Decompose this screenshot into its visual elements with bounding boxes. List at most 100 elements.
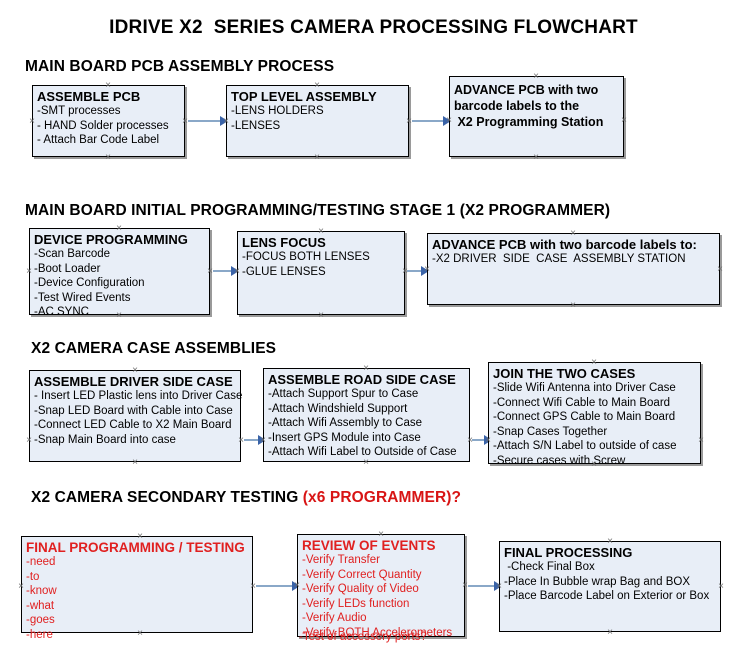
node-title: TOP LEVEL ASSEMBLY bbox=[231, 89, 377, 104]
node-line: - HAND Solder processes bbox=[37, 119, 169, 132]
node-title: JOIN THE TWO CASES bbox=[493, 366, 636, 381]
node-line: -here bbox=[26, 628, 53, 641]
section-heading-text: X2 CAMERA SECONDARY TESTING bbox=[31, 489, 303, 506]
node-body: FINAL PROCESSING -Check Final Box -Place… bbox=[504, 545, 718, 604]
node-title: ADVANCE PCB with two barcode labels to: bbox=[432, 237, 697, 252]
node-body: ADVANCE PCB with two barcode labels to t… bbox=[454, 82, 621, 130]
node-line: - Insert LED Plastic lens into Driver Ca… bbox=[34, 390, 243, 402]
node-line: -need bbox=[26, 556, 56, 568]
node-line: -know bbox=[26, 585, 57, 597]
node-line: -Snap Main Board into case bbox=[34, 433, 176, 446]
node-line: -GLUE LENSES bbox=[242, 265, 326, 278]
node-line: -to bbox=[26, 570, 40, 583]
node-join-the-two-cases[interactable]: JOIN THE TWO CASES -Slide Wifi Antenna i… bbox=[488, 362, 701, 467]
node-assemble-road-side-case[interactable]: ASSEMBLE ROAD SIDE CASE -Attach Support … bbox=[263, 368, 470, 462]
node-line: -Place Barcode Label on Exterior or Box bbox=[504, 590, 710, 602]
node-line: -Connect LED Cable to X2 Main Board bbox=[34, 419, 232, 431]
node-overflow-line-review-of-events: -Test of accessory ports? bbox=[299, 631, 427, 643]
node-line: X2 Programming Station bbox=[454, 115, 604, 129]
connector-arrow-top-level-assembly-to-advance-pcb bbox=[443, 116, 451, 126]
node-line: -Scan Barcode bbox=[34, 248, 111, 260]
node-body: REVIEW OF EVENTS -Verify Transfer -Verif… bbox=[302, 538, 462, 640]
node-title: REVIEW OF EVENTS bbox=[302, 538, 436, 553]
node-line: -AC SYNC bbox=[34, 306, 89, 318]
node-title: ADVANCE PCB with two bbox=[454, 83, 599, 97]
node-final-programming-testing[interactable]: FINAL PROGRAMMING / TESTING -need -to -k… bbox=[21, 536, 253, 641]
connector-arrow-review-of-events-to-final-processing bbox=[494, 581, 502, 591]
node-body: JOIN THE TWO CASES -Slide Wifi Antenna i… bbox=[493, 366, 698, 468]
node-line: -Attach Support Spur to Case bbox=[268, 388, 419, 400]
section-heading-main-board-pcb-assembly-process: MAIN BOARD PCB ASSEMBLY PROCESS bbox=[25, 58, 335, 75]
node-line: -Verify Correct Quantity bbox=[302, 568, 422, 581]
node-body: ASSEMBLE PCB -SMT processes - HAND Solde… bbox=[37, 89, 182, 148]
node-title: ASSEMBLE PCB bbox=[37, 89, 141, 104]
connector-line-top-level-assembly-to-advance-pcb bbox=[412, 120, 445, 122]
node-line: -Attach Wifi Assembly to Case bbox=[268, 417, 423, 429]
node-line: -Verify Audio bbox=[302, 612, 367, 624]
node-line: -Verify LEDs function bbox=[302, 597, 410, 610]
node-body: LENS FOCUS -FOCUS BOTH LENSES -GLUE LENS… bbox=[242, 235, 402, 279]
node-line: -Slide Wifi Antenna into Driver Case bbox=[493, 382, 676, 394]
node-assemble-pcb[interactable]: ASSEMBLE PCB -SMT processes - HAND Solde… bbox=[32, 85, 185, 157]
node-line: -X2 DRIVER SIDE CASE ASSEMBLY STATION bbox=[432, 253, 686, 265]
node-line: -LENSES bbox=[231, 119, 281, 132]
node-title: ASSEMBLE ROAD SIDE CASE bbox=[268, 372, 456, 387]
node-device-programming[interactable]: DEVICE PROGRAMMING -Scan Barcode -Boot L… bbox=[29, 228, 210, 318]
section-heading-accent: (x6 PROGRAMMER)? bbox=[302, 489, 462, 506]
node-line: -Check Final Box bbox=[504, 561, 595, 573]
node-line: -Test Wired Events bbox=[34, 291, 131, 304]
node-line: -Secure cases with Screw bbox=[493, 454, 626, 467]
node-line: -Verify Transfer bbox=[302, 554, 380, 566]
node-line: -FOCUS BOTH LENSES bbox=[242, 251, 370, 263]
connector-line-road-side-to-join-cases bbox=[472, 439, 486, 441]
connector-line-review-of-events-to-final-processing bbox=[468, 585, 496, 587]
node-body: ADVANCE PCB with two barcode labels to: … bbox=[432, 237, 717, 267]
section-heading-x2-camera-case-assemblies: X2 CAMERA CASE ASSEMBLIES bbox=[31, 340, 277, 357]
node-review-of-events[interactable]: REVIEW OF EVENTS -Verify Transfer -Verif… bbox=[297, 534, 465, 640]
connector-arrow-assemble-pcb-to-top-level-assembly bbox=[220, 116, 228, 126]
section-heading-main-board-initial-programming-testing-stage-1: MAIN BOARD INITIAL PROGRAMMING/TESTING S… bbox=[25, 202, 611, 219]
node-top-level-assembly[interactable]: TOP LEVEL ASSEMBLY -LENS HOLDERS -LENSES bbox=[226, 85, 409, 157]
node-line: -Verify BOTH Accelerometers bbox=[302, 626, 453, 639]
node-body: FINAL PROGRAMMING / TESTING -need -to -k… bbox=[26, 540, 250, 642]
node-line: -Verify Quality of Video bbox=[302, 583, 419, 595]
node-line: -goes bbox=[26, 614, 55, 626]
connector-arrow-driver-side-to-road-side bbox=[258, 435, 266, 445]
node-title: LENS FOCUS bbox=[242, 235, 326, 250]
node-line: -Insert GPS Module into Case bbox=[268, 431, 421, 444]
node-title: FINAL PROGRAMMING / TESTING bbox=[26, 540, 245, 555]
node-body: ASSEMBLE DRIVER SIDE CASE - Insert LED P… bbox=[34, 374, 243, 447]
node-title: DEVICE PROGRAMMING bbox=[34, 232, 188, 247]
connector-line-lens-focus-to-advance-pcb bbox=[407, 270, 423, 272]
node-line: -Attach S/N Label to outside of case bbox=[493, 440, 677, 452]
page-title: IDRIVE X2 SERIES CAMERA PROCESSING FLOWC… bbox=[109, 17, 638, 38]
node-advance-pcb-to-x2-programming-station[interactable]: ADVANCE PCB with two barcode labels to t… bbox=[449, 76, 624, 157]
connector-arrow-device-programming-to-lens-focus bbox=[231, 266, 239, 276]
node-line: barcode labels to the bbox=[454, 99, 580, 113]
node-line: -Snap LED Board with Cable into Case bbox=[34, 404, 233, 417]
connector-arrow-lens-focus-to-advance-pcb bbox=[421, 266, 429, 276]
node-lens-focus[interactable]: LENS FOCUS -FOCUS BOTH LENSES -GLUE LENS… bbox=[237, 231, 405, 315]
node-line: -Place In Bubble wrap Bag and BOX bbox=[504, 575, 691, 588]
node-line: -Connect Wifi Cable to Main Board bbox=[493, 396, 671, 409]
node-line: -Snap Cases Together bbox=[493, 425, 608, 438]
node-line: -what bbox=[26, 599, 55, 612]
connector-arrow-final-programming-to-review-of-events bbox=[292, 581, 300, 591]
connector-line-assemble-pcb-to-top-level-assembly bbox=[188, 120, 222, 122]
node-line: -Device Configuration bbox=[34, 277, 145, 289]
node-body: DEVICE PROGRAMMING -Scan Barcode -Boot L… bbox=[34, 232, 207, 320]
node-final-processing[interactable]: FINAL PROCESSING -Check Final Box -Place… bbox=[499, 541, 721, 632]
node-title: FINAL PROCESSING bbox=[504, 545, 633, 560]
node-line: -LENS HOLDERS bbox=[231, 105, 324, 117]
node-line: -Connect GPS Cable to Main Board bbox=[493, 411, 676, 423]
node-assemble-driver-side-case[interactable]: ASSEMBLE DRIVER SIDE CASE - Insert LED P… bbox=[29, 370, 243, 462]
node-advance-pcb-to-driver-side-case-assembly[interactable]: ADVANCE PCB with two barcode labels to: … bbox=[427, 233, 720, 305]
node-body: ASSEMBLE ROAD SIDE CASE -Attach Support … bbox=[268, 372, 467, 460]
node-body: TOP LEVEL ASSEMBLY -LENS HOLDERS -LENSES bbox=[231, 89, 406, 133]
connector-line-driver-side-to-road-side bbox=[244, 439, 260, 441]
connector-line-final-programming-to-review-of-events bbox=[256, 585, 294, 587]
node-line: -Boot Loader bbox=[34, 262, 101, 275]
node-title: ASSEMBLE DRIVER SIDE CASE bbox=[34, 374, 233, 389]
connector-line-device-programming-to-lens-focus bbox=[213, 270, 233, 272]
